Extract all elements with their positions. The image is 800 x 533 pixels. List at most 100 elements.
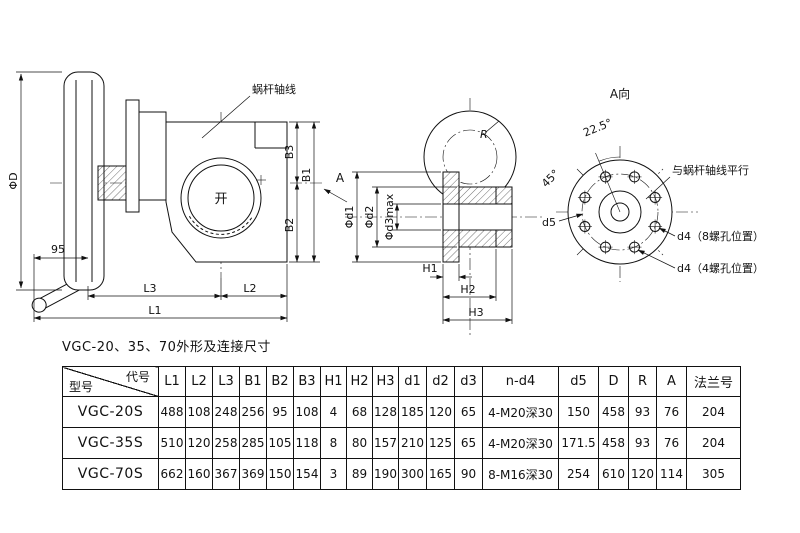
value-cell: 154: [293, 458, 321, 490]
value-cell: 510: [158, 427, 186, 459]
label-B1: B1: [300, 168, 313, 183]
value-cell: 8: [320, 427, 347, 459]
bore-circle: [610, 202, 630, 222]
col-header-d2: d2: [426, 366, 455, 397]
value-cell: 258: [212, 427, 240, 459]
value-cell: 662: [158, 458, 186, 490]
col-header-H3: H3: [372, 366, 399, 397]
parallel-note-callout: 与蜗杆轴线平行: [645, 163, 749, 200]
dim-L3-L2-L1: L3 L2 L1: [33, 264, 288, 322]
corner-bottom-label: 型号: [69, 380, 94, 394]
hub-circle: [598, 190, 642, 234]
value-cell: 204: [686, 427, 741, 459]
output-boss-inner: [187, 164, 255, 232]
col-header-H2: H2: [346, 366, 373, 397]
dim-95: 95: [33, 243, 89, 302]
sight-mark-label: 开: [214, 192, 227, 207]
value-cell: 76: [656, 427, 687, 459]
dim-phi-D: ΦD: [7, 71, 62, 291]
bearing-housing: [138, 111, 167, 201]
label-H3: H3: [468, 306, 483, 319]
value-cell: 300: [398, 458, 427, 490]
value-cell: 8-M16深30: [482, 458, 559, 490]
col-header-B2: B2: [266, 366, 294, 397]
section-view-drawing: R: [343, 98, 542, 338]
label-phi-D: ΦD: [7, 172, 20, 189]
value-cell: 190: [372, 458, 399, 490]
gearbox-housing: 开: [125, 99, 288, 263]
corner-top-label: 代号: [125, 370, 150, 384]
d5-callout: d5: [542, 213, 584, 229]
label-L3: L3: [143, 282, 156, 295]
gear-teeth-arc: [188, 215, 254, 235]
value-cell: 165: [426, 458, 455, 490]
col-header-A: A: [656, 366, 687, 397]
value-cell: 93: [628, 427, 657, 459]
value-cell: 114: [656, 458, 687, 490]
col-header-B3: B3: [293, 366, 321, 397]
label-B2: B2: [283, 218, 296, 233]
value-cell: 171.5: [558, 427, 599, 459]
label-H2: H2: [460, 283, 475, 296]
value-cell: 108: [293, 396, 321, 428]
label-phi-d1: Φd1: [343, 206, 356, 229]
worm-axis-callout: 蜗杆轴线: [201, 82, 296, 139]
col-header-L1: L1: [158, 366, 186, 397]
label-phi-d2: Φd2: [363, 206, 376, 229]
dim-B3-B2-B1: B3 B2 B1: [283, 121, 320, 263]
parallel-note-label: 与蜗杆轴线平行: [672, 163, 749, 177]
col-header-n-d4: n-d4: [482, 366, 559, 397]
d4-8holes-label: d4（8螺孔位置）: [677, 229, 764, 243]
value-cell: 76: [656, 396, 687, 428]
value-cell: 157: [372, 427, 399, 459]
dim-H1-H2-H3: H1 H2 H3: [422, 249, 513, 324]
value-cell: 125: [426, 427, 455, 459]
d4-8holes-callout: d4（8螺孔位置）: [658, 227, 764, 243]
label-B3: B3: [283, 145, 296, 160]
view-direction-a: A: [323, 171, 348, 203]
bolt-circle: [581, 173, 659, 251]
view-arrow-label: A: [336, 171, 345, 185]
value-cell: 185: [398, 396, 427, 428]
d4-4holes-label: d4（4螺孔位置）: [677, 261, 764, 275]
col-header-D: D: [598, 366, 629, 397]
drawing-caption: VGC-20、35、70外形及连接尺寸: [62, 340, 271, 355]
label-22-5: 22.5°: [581, 116, 614, 139]
value-cell: 610: [598, 458, 629, 490]
label-95: 95: [51, 243, 65, 256]
label-d5: d5: [542, 216, 556, 229]
output-hub-section: [442, 171, 513, 263]
col-header-H1: H1: [320, 366, 347, 397]
label-H1: H1: [422, 262, 437, 275]
value-cell: 95: [266, 396, 294, 428]
label-45: 45°: [539, 167, 562, 190]
value-cell: 65: [454, 396, 483, 428]
worm-axis-label: 蜗杆轴线: [252, 82, 296, 96]
value-cell: 3: [320, 458, 347, 490]
col-header-d3: d3: [454, 366, 483, 397]
handwheel: [31, 71, 137, 313]
view-a-title: A向: [610, 86, 630, 101]
col-header-法兰号: 法兰号: [686, 366, 741, 397]
corner-header-cell: 代号 型号: [62, 366, 159, 397]
value-cell: 65: [454, 427, 483, 459]
value-cell: 108: [185, 396, 213, 428]
value-cell: 150: [558, 396, 599, 428]
col-header-d1: d1: [398, 366, 427, 397]
value-cell: 305: [686, 458, 741, 490]
label-phi-d3max: Φd3max: [383, 193, 396, 240]
flange-view-a: A向 22.5°: [539, 86, 764, 282]
col-header-B1: B1: [239, 366, 267, 397]
label-R: R: [480, 128, 488, 141]
d4-4holes-callout: d4（4螺孔位置）: [637, 249, 764, 275]
value-cell: 4-M20深30: [482, 427, 559, 459]
value-cell: 118: [293, 427, 321, 459]
col-header-R: R: [628, 366, 657, 397]
technical-drawing: 开 蜗杆轴线 A ΦD: [7, 71, 764, 338]
